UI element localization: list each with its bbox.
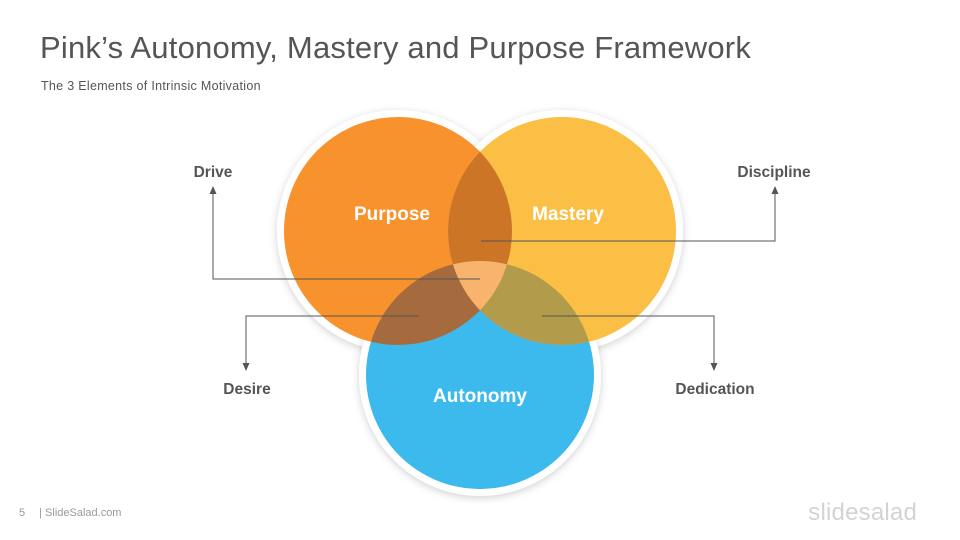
discipline-connector (481, 193, 776, 242)
brand-logo: slidesalad (808, 499, 917, 526)
dedication-arrowhead (710, 363, 718, 371)
discipline-arrowhead (771, 186, 779, 194)
slide-footer: 5 | SlideSalad.com (19, 507, 121, 519)
purpose-autonomy-overlap (366, 261, 512, 345)
mastery-autonomy-overlap (448, 261, 594, 345)
dedication-label: Dedication (675, 381, 754, 398)
desire-arrowhead (242, 363, 250, 371)
page-number: 5 (19, 507, 26, 519)
autonomy-label: Autonomy (433, 386, 527, 407)
desire-connector (245, 315, 419, 364)
slide-subtitle: The 3 Elements of Intrinsic Motivation (41, 79, 261, 93)
drive-arrowhead (209, 186, 217, 194)
desire-label: Desire (223, 381, 271, 398)
discipline-label: Discipline (737, 164, 811, 181)
slide-title: Pink’s Autonomy, Mastery and Purpose Fra… (40, 30, 752, 65)
dedication-connector (542, 315, 715, 364)
purpose-label: Purpose (354, 204, 430, 225)
mastery-label: Mastery (532, 204, 604, 225)
drive-connector (212, 193, 480, 280)
drive-label: Drive (194, 164, 233, 181)
footer-source: | SlideSalad.com (39, 507, 122, 519)
